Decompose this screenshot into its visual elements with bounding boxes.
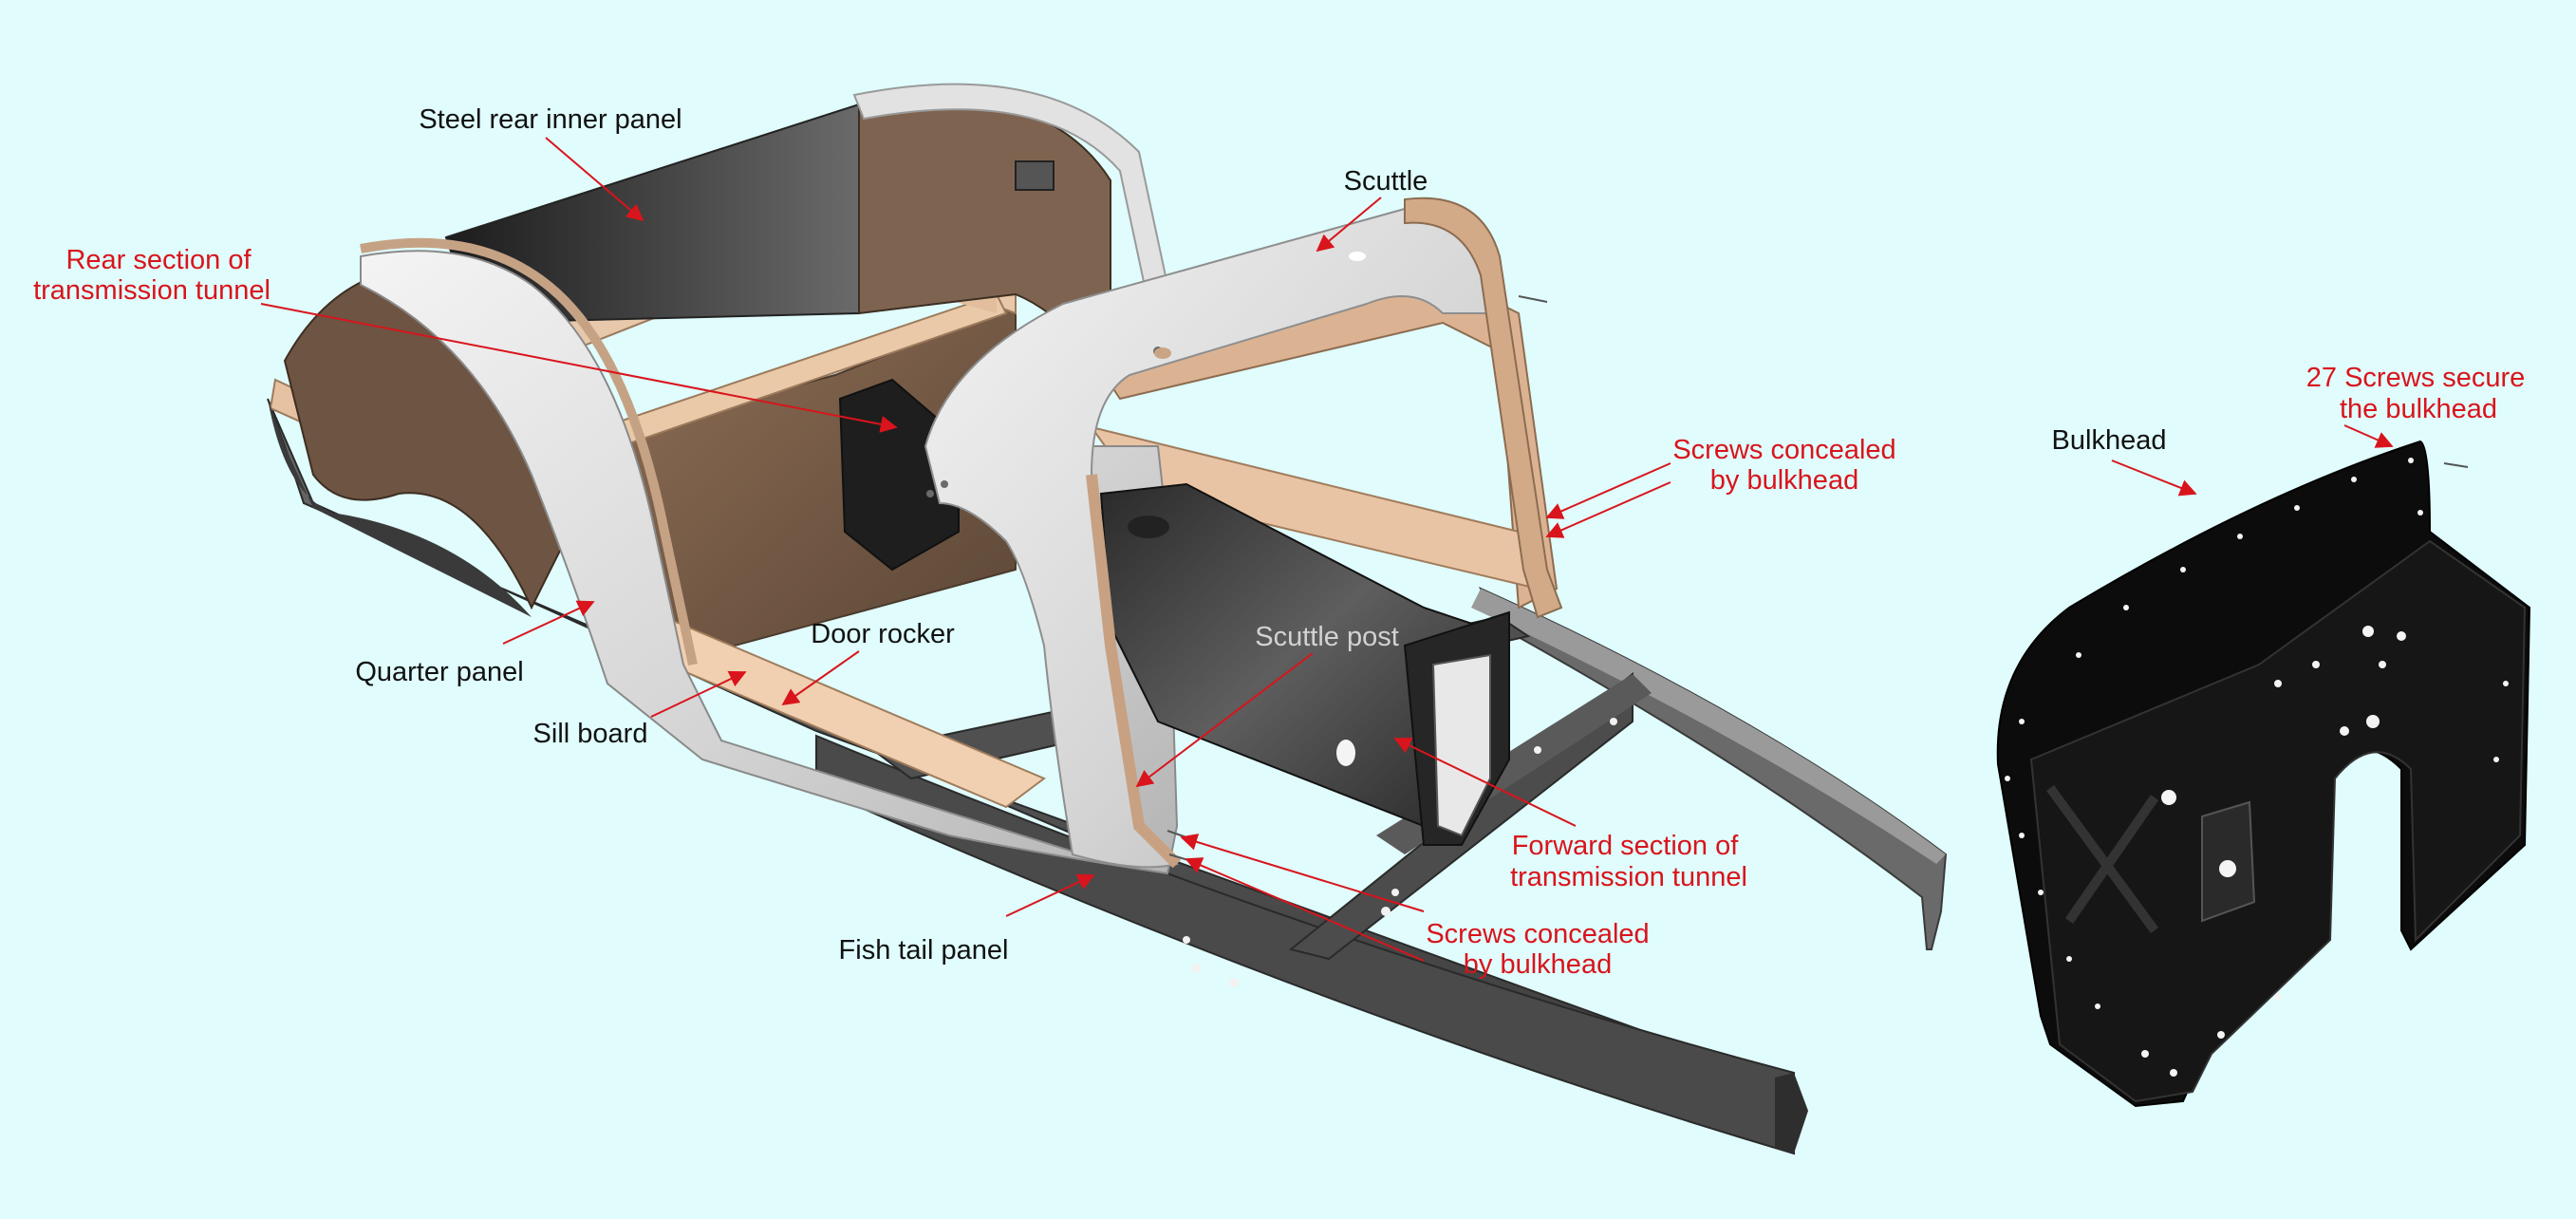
label-scuttle-post: Scuttle post <box>1255 622 1399 652</box>
loose-screw <box>1518 295 1548 303</box>
label-bulkhead: Bulkhead <box>2052 425 2167 456</box>
leader-bulkhead <box>2111 459 2197 497</box>
tunnel-hole-side <box>1336 740 1355 766</box>
labels: Steel rear inner panel Scuttle Rear sect… <box>33 104 2525 980</box>
leader-rear-tunnel <box>260 303 898 433</box>
bulkhead-cross-brace <box>2045 785 2159 933</box>
leader-steel-rear-inner-panel <box>545 137 644 222</box>
label-door-rocker: Door rocker <box>811 619 955 649</box>
leader-27-screws <box>2343 424 2394 448</box>
scuttle-group <box>924 197 1563 869</box>
leader-screws-upper-2 <box>1545 481 1671 538</box>
label-27-screws-line2: the bulkhead <box>2340 394 2497 424</box>
leader-sill-board <box>650 670 747 718</box>
scuttle-vent <box>1349 252 1366 261</box>
label-steel-rear-inner-panel: Steel rear inner panel <box>419 104 681 135</box>
leader-scuttle <box>1316 197 1382 253</box>
leader-lines <box>260 137 2394 962</box>
leader-quarter-panel <box>502 600 595 645</box>
leader-forward-tunnel <box>1393 737 1577 827</box>
label-screws-lower-line2: by bulkhead <box>1464 949 1612 980</box>
chassis-right-rail-top <box>1471 589 1946 864</box>
label-screws-lower-line1: Screws concealed <box>1426 919 1649 949</box>
loose-screw <box>2443 462 2469 468</box>
label-quarter-panel: Quarter panel <box>355 657 523 687</box>
quarter-panel-edge <box>360 237 698 666</box>
bulkhead-box <box>2029 539 2527 1103</box>
leader-fish-tail-panel <box>1005 873 1095 917</box>
chassis-left-rail-lip <box>1775 1073 1808 1153</box>
scuttle-knob <box>1154 347 1171 359</box>
label-27-screws-line1: 27 Screws secure <box>2306 363 2526 393</box>
label-screws-upper-line1: Screws concealed <box>1672 435 1895 465</box>
rear-tunnel-section <box>838 378 960 572</box>
label-sill-board: Sill board <box>533 719 648 749</box>
scuttle-post-edge <box>1086 474 1182 869</box>
bulkhead <box>1996 440 2531 1108</box>
scuttle-rim <box>1404 197 1563 619</box>
label-scuttle: Scuttle <box>1344 166 1428 197</box>
leader-door-rocker <box>781 650 860 706</box>
label-rear-tunnel-line2: transmission tunnel <box>33 275 271 306</box>
leader-screws-lower-1 <box>1180 834 1425 912</box>
bulkhead-holes <box>2005 458 2509 1077</box>
tunnel-hole-top <box>1128 516 1169 538</box>
rear-left-body <box>268 399 532 617</box>
leader-screws-lower-2 <box>1185 857 1425 962</box>
label-rear-tunnel-line1: Rear section of <box>65 245 252 275</box>
label-screws-upper-line2: by bulkhead <box>1710 465 1858 496</box>
chassis-holes <box>1183 718 1617 987</box>
tunnel-gearbox-opening <box>1431 653 1491 837</box>
label-forward-tunnel-line1: Forward section of <box>1512 831 1739 861</box>
leader-scuttle-post <box>1135 652 1314 788</box>
transmission-tunnel <box>838 378 1510 846</box>
quarter-panel-group <box>268 237 1179 875</box>
door-latch <box>1015 160 1055 191</box>
leader-screws-upper-1 <box>1545 462 1671 519</box>
label-forward-tunnel-line2: transmission tunnel <box>1510 862 1747 892</box>
label-fish-tail-panel: Fish tail panel <box>839 935 1009 966</box>
